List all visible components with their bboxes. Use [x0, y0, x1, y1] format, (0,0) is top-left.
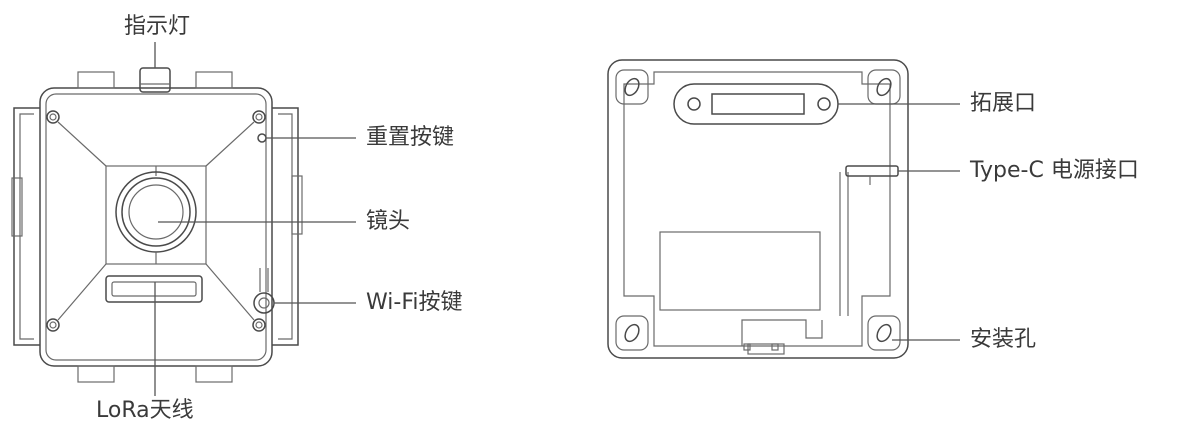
expansion-port	[673, 83, 839, 125]
back-view-device	[607, 59, 960, 359]
label-typec-port: Type-C 电源接口	[970, 158, 1139, 183]
lens	[115, 166, 197, 264]
label-wifi-button: Wi-Fi按键	[366, 290, 463, 315]
typec-port	[839, 165, 899, 316]
label-mounting-hole: 安装孔	[970, 327, 1037, 352]
label-expansion-port: 拓展口	[970, 91, 1037, 116]
reset-button	[257, 133, 267, 143]
bottom-connector	[741, 319, 823, 355]
label-area	[659, 231, 821, 311]
wifi-button	[253, 268, 275, 314]
label-reset-button: 重置按键	[366, 125, 455, 150]
label-lora-antenna: LoRa天线	[96, 398, 194, 423]
label-lens: 镜头	[366, 209, 411, 234]
corner-screws	[46, 110, 266, 332]
mounting-holes	[615, 69, 901, 351]
lora-antenna-slot	[105, 275, 203, 303]
front-view-device	[11, 42, 356, 396]
label-indicator: 指示灯	[124, 14, 191, 39]
